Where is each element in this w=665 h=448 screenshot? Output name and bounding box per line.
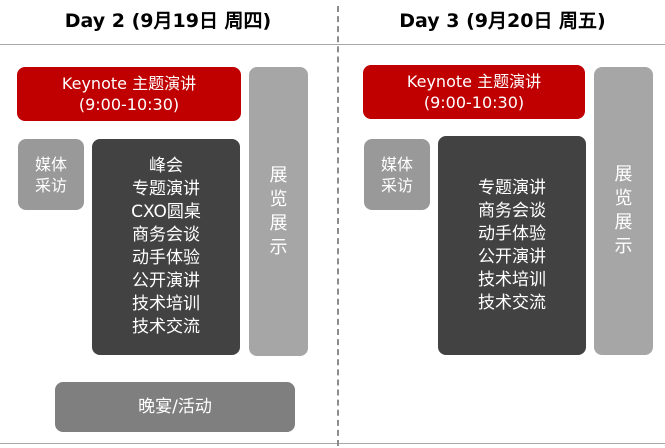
day2-keynote-time: (9:00-10:30) bbox=[78, 95, 180, 114]
day2-exhibition-char: 示 bbox=[269, 236, 288, 258]
day2-session-item: 动手体验 bbox=[132, 248, 200, 268]
day2-evening-label: 晚宴/活动 bbox=[138, 397, 212, 417]
day2-session-item: 技术培训 bbox=[132, 294, 200, 314]
day2-session-item: 公开演讲 bbox=[132, 271, 200, 291]
day2-media-line: 采访 bbox=[34, 175, 67, 195]
day2-session-item: 专题演讲 bbox=[132, 179, 200, 199]
day2-title: Day 2 (9月19日 周四) bbox=[64, 10, 272, 32]
day2-exhibition-char: 展 bbox=[269, 212, 288, 234]
day3-exhibition-char: 展 bbox=[614, 212, 633, 233]
day3-title: Day 3 (9月20日 周五) bbox=[399, 10, 606, 32]
day3-session-item: 公开演讲 bbox=[478, 246, 546, 267]
day3-media-line: 媒体 bbox=[380, 154, 413, 174]
day2-session-item: 技术交流 bbox=[132, 317, 200, 337]
day2-evening-block: 晚宴/活动 bbox=[55, 382, 295, 432]
day3-keynote-title: Keynote 主题演讲 bbox=[406, 72, 542, 91]
day3-media-block: 媒体 采访 bbox=[364, 139, 430, 210]
day2-exhibition-char: 览 bbox=[269, 188, 288, 210]
day3-session-item: 专题演讲 bbox=[478, 177, 546, 198]
day3-session-item: 技术交流 bbox=[478, 292, 546, 313]
day2-session-item: 商务会谈 bbox=[132, 225, 200, 245]
day3-keynote-time: (9:00-10:30) bbox=[423, 93, 525, 112]
day3-keynote-block: Keynote 主题演讲 (9:00-10:30) bbox=[363, 65, 585, 119]
day3-exhibition-char: 示 bbox=[614, 236, 633, 257]
day3-sessions-block: 专题演讲 商务会谈 动手体验 公开演讲 技术培训 技术交流 bbox=[438, 136, 586, 355]
day2-media-block: 媒体 采访 bbox=[18, 139, 84, 210]
day3-exhibition-char: 展 bbox=[614, 164, 633, 185]
day2-exhibition-char: 展 bbox=[269, 164, 288, 186]
day2-session-item: CXO圆桌 bbox=[131, 202, 201, 222]
day-separator bbox=[337, 6, 339, 446]
day2-session-item: 峰会 bbox=[149, 156, 183, 176]
day2-exhibition-block: 展 览 展 示 bbox=[249, 67, 308, 356]
bottom-divider bbox=[0, 443, 665, 444]
day2-sessions-block: 峰会 专题演讲 CXO圆桌 商务会谈 动手体验 公开演讲 技术培训 技术交流 bbox=[92, 139, 240, 355]
day3-exhibition-block: 展 览 展 示 bbox=[594, 67, 653, 355]
day3-session-item: 动手体验 bbox=[478, 223, 546, 244]
day2-keynote-block: Keynote 主题演讲 (9:00-10:30) bbox=[17, 67, 241, 121]
header-divider bbox=[0, 44, 665, 45]
day2-keynote-title: Keynote 主题演讲 bbox=[61, 74, 197, 93]
day3-session-item: 商务会谈 bbox=[478, 200, 546, 221]
day3-media-line: 采访 bbox=[380, 175, 413, 195]
day2-media-line: 媒体 bbox=[34, 154, 67, 174]
day3-session-item: 技术培训 bbox=[478, 269, 546, 290]
day3-exhibition-char: 览 bbox=[614, 188, 633, 209]
